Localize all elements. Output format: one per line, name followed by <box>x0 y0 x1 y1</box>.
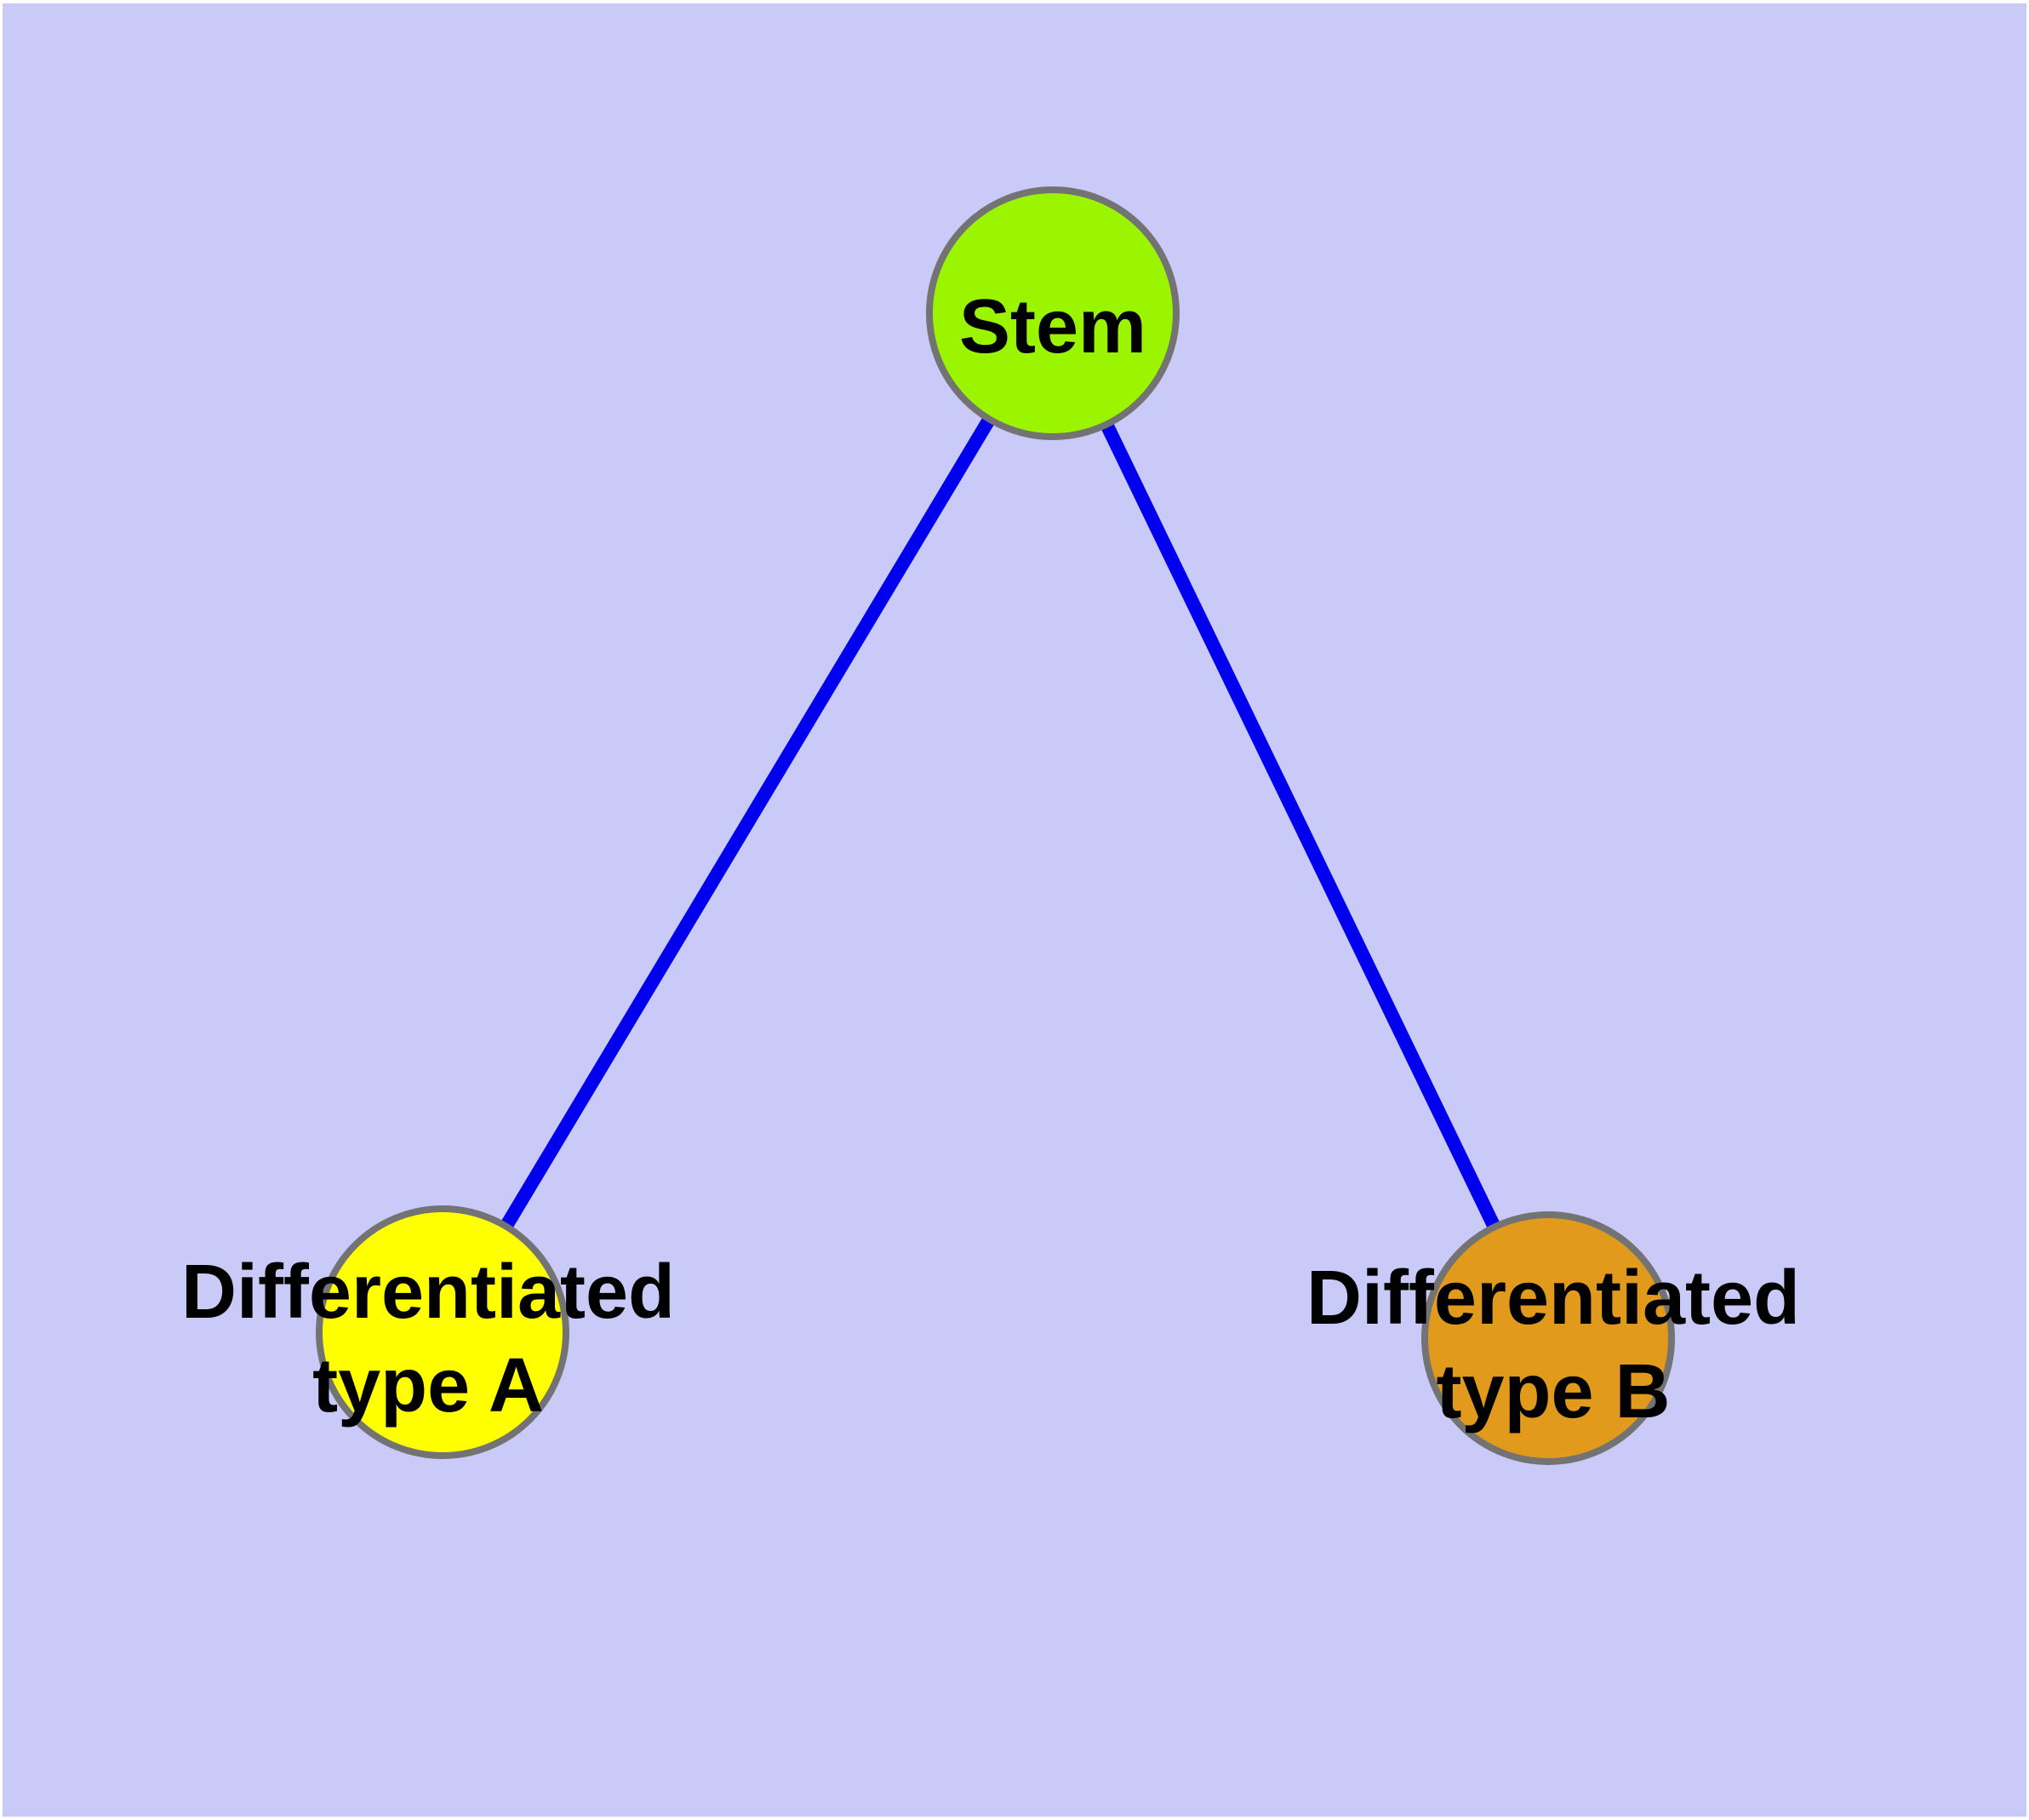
node-stem-circle <box>926 186 1180 440</box>
node-type-b-circle <box>1421 1211 1675 1465</box>
node-type-a-circle <box>316 1205 569 1459</box>
edge-stem-to-type-b <box>1046 310 1555 1342</box>
edge-stem-to-type-a <box>437 309 1059 1336</box>
